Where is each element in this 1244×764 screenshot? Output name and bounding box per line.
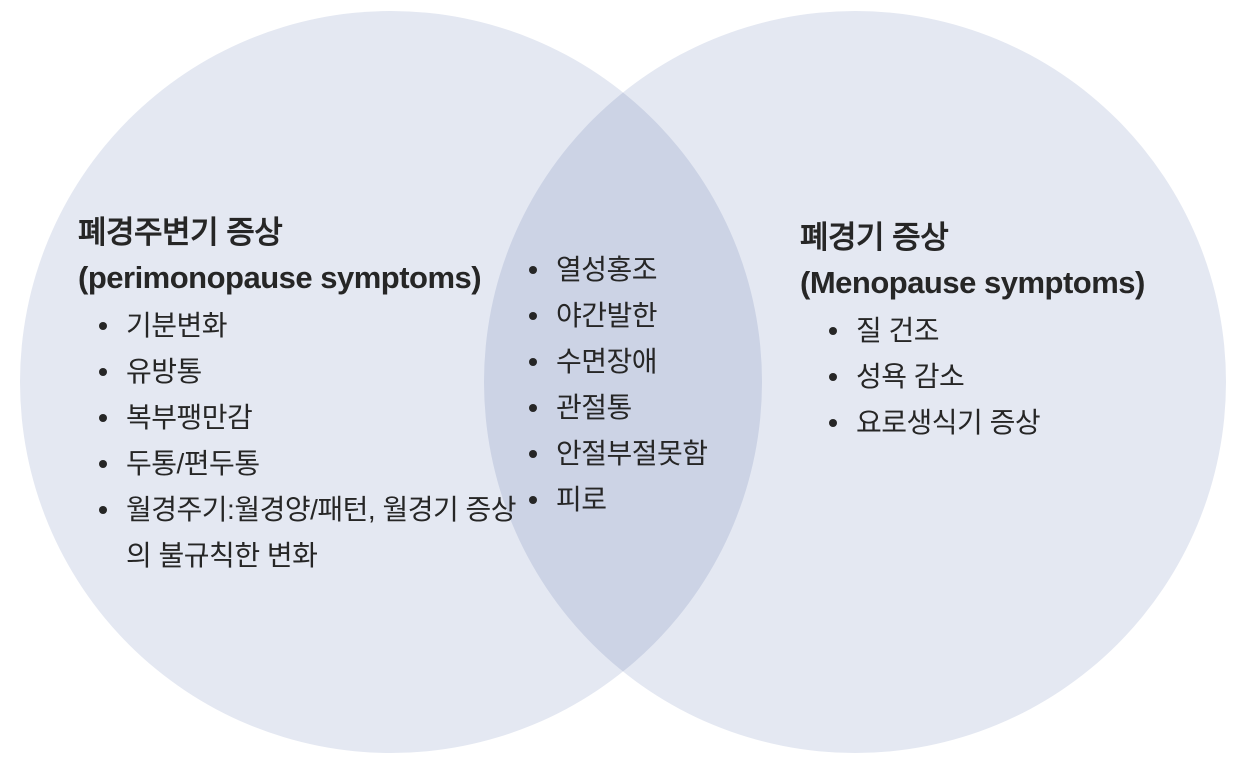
menopause-circle (484, 11, 1226, 753)
list-item: 야간발한 (520, 293, 765, 339)
menopause-title-english: (Menopause symptoms) (800, 265, 1145, 300)
list-item: 질 건조 (820, 308, 1200, 354)
list-item: 월경주기:월경양/패턴, 월경기 증상의 불규칙한 변화 (90, 487, 528, 579)
list-item: 유방통 (90, 349, 528, 395)
list-item: 두통/편두통 (90, 441, 528, 487)
list-item: 관절통 (520, 385, 765, 431)
perimenopause-title-english: (perimonopause symptoms) (78, 260, 482, 295)
menopause-symptom-list: 질 건조 성욕 감소 요로생식기 증상 (820, 308, 1200, 446)
list-item: 수면장애 (520, 339, 765, 385)
list-item: 기분변화 (90, 303, 528, 349)
menopause-title-korean: 폐경기 증상 (800, 220, 949, 255)
list-item: 피로 (520, 477, 765, 523)
list-item: 요로생식기 증상 (820, 400, 1200, 446)
perimenopause-symptom-list: 기분변화 유방통 복부팽만감 두통/편두통 월경주기:월경양/패턴, 월경기 증… (90, 303, 528, 579)
shared-symptom-list: 열성홍조 야간발한 수면장애 관절통 안절부절못함 피로 (520, 247, 765, 523)
list-item: 열성홍조 (520, 247, 765, 293)
list-item: 성욕 감소 (820, 354, 1200, 400)
shared-symptoms-panel: 열성홍조 야간발한 수면장애 관절통 안절부절못함 피로 (520, 244, 765, 523)
list-item: 안절부절못함 (520, 431, 765, 477)
list-item: 복부팽만감 (90, 395, 528, 441)
menopause-panel: 폐경기 증상 (Menopause symptoms) 질 건조 성욕 감소 요… (800, 215, 1200, 446)
perimenopause-title-korean: 폐경주변기 증상 (78, 215, 283, 250)
perimenopause-panel: 폐경주변기 증상 (perimonopause symptoms) 기분변화 유… (78, 210, 528, 579)
